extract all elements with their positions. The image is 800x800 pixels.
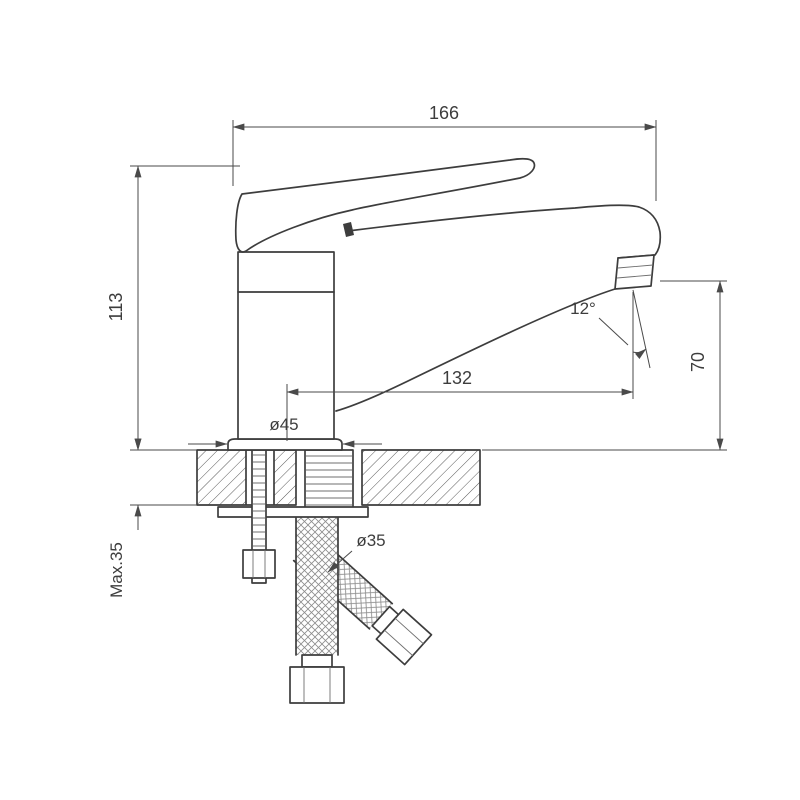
hose-edge-straight — [295, 516, 339, 656]
hose-nut-facets-straight — [303, 667, 331, 703]
dimension-spout-reach: 132 — [286, 292, 634, 441]
dimension-max-deck-thickness: Max.35 — [107, 428, 197, 598]
dim-label-max-deck-thickness: Max.35 — [107, 542, 126, 598]
hose-nut-angled — [375, 608, 433, 666]
countertop-hatch-right — [362, 450, 480, 505]
spout — [335, 204, 662, 412]
hose-nut-facets-angled — [384, 617, 424, 656]
countertop-section — [196, 449, 481, 506]
stud-nut-facets — [252, 550, 266, 578]
mounting-hardware — [217, 449, 433, 704]
shank-threads — [306, 455, 352, 506]
dim-label-outlet-height: 70 — [688, 352, 708, 372]
aerator — [614, 254, 655, 290]
countertop-hatch-mid — [274, 450, 296, 505]
dimension-base-diameter: ø45 — [188, 415, 382, 448]
dim-label-base-diameter: ø45 — [269, 415, 298, 434]
clamping-plate — [217, 506, 369, 518]
dimension-outlet-angle: 12° — [570, 289, 651, 369]
faucet-body — [227, 157, 662, 451]
stud-threads — [253, 454, 265, 547]
hose-collar-straight — [301, 654, 333, 668]
dim-label-total-height: 113 — [106, 293, 126, 322]
stud-nut — [242, 549, 276, 579]
dim-label-overall-length: 166 — [429, 103, 459, 123]
angle-ray — [632, 289, 651, 369]
dim-label-spout-reach: 132 — [442, 368, 472, 388]
threaded-shank — [304, 449, 354, 511]
leader-line — [327, 550, 353, 573]
body-column — [237, 251, 335, 440]
angle-arc — [632, 348, 647, 359]
dimension-overall-length: 166 — [232, 103, 657, 201]
base-flange — [227, 438, 343, 451]
lever-handle — [234, 157, 536, 253]
handle-pivot-detail — [343, 222, 354, 237]
dim-label-outlet-angle: 12° — [570, 299, 596, 318]
aerator-mesh-lines — [616, 264, 654, 279]
flexible-hose-straight — [289, 516, 345, 704]
countertop-hatch-left — [197, 450, 246, 505]
dimension-hose-diameter: ø35 — [327, 531, 386, 573]
dimension-outlet-height: 70 — [482, 280, 727, 451]
dimension-total-height: 113 — [106, 165, 240, 451]
dim-label-hose-diameter: ø35 — [356, 531, 385, 550]
leader-line — [598, 317, 629, 346]
hose-nut-straight — [289, 666, 345, 704]
hose-braid-straight — [296, 517, 338, 655]
